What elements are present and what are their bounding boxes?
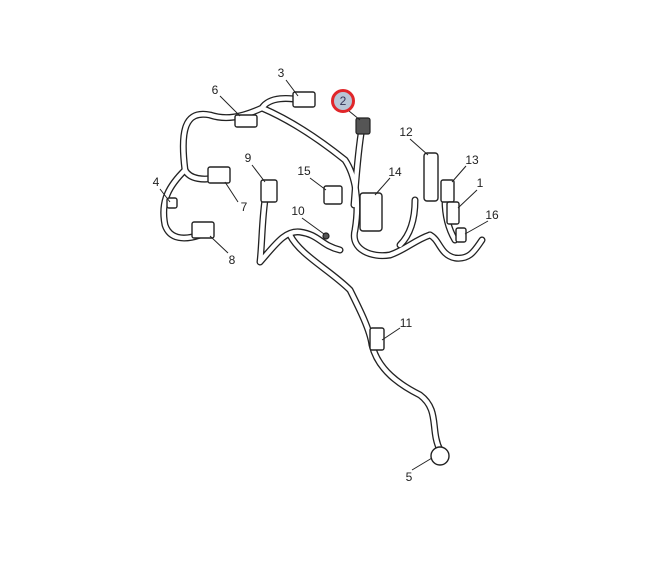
connector-11 bbox=[369, 327, 385, 351]
callout-16[interactable]: 16 bbox=[485, 208, 499, 222]
connector-6 bbox=[234, 114, 258, 128]
connector-16 bbox=[455, 227, 467, 243]
callout-7[interactable]: 7 bbox=[240, 200, 248, 214]
callout-14[interactable]: 14 bbox=[388, 165, 402, 179]
callout-12[interactable]: 12 bbox=[399, 125, 413, 139]
callout-8[interactable]: 8 bbox=[228, 253, 236, 267]
connector-7 bbox=[207, 166, 231, 184]
connector-10 bbox=[322, 232, 330, 240]
harness-wires bbox=[160, 94, 486, 454]
connector-4 bbox=[166, 197, 178, 209]
connector-14 bbox=[359, 192, 383, 232]
callout-4[interactable]: 4 bbox=[152, 175, 160, 189]
connector-12 bbox=[423, 152, 439, 202]
connector-9 bbox=[260, 179, 278, 203]
connector-5 bbox=[430, 446, 450, 466]
callout-9[interactable]: 9 bbox=[244, 151, 252, 165]
callout-13[interactable]: 13 bbox=[465, 153, 479, 167]
callout-5[interactable]: 5 bbox=[405, 470, 413, 484]
callout-15[interactable]: 15 bbox=[297, 164, 311, 178]
callout-10[interactable]: 10 bbox=[291, 204, 305, 218]
connector-3 bbox=[292, 91, 316, 108]
callout-2-selected[interactable]: 2 bbox=[331, 89, 355, 113]
callout-11[interactable]: 11 bbox=[399, 316, 413, 330]
leader-lines bbox=[159, 79, 489, 471]
callout-1[interactable]: 1 bbox=[476, 176, 484, 190]
callout-6[interactable]: 6 bbox=[211, 83, 219, 97]
connector-2 bbox=[355, 117, 371, 135]
connector-15 bbox=[323, 185, 343, 205]
connector-1 bbox=[446, 201, 460, 225]
callout-3[interactable]: 3 bbox=[277, 66, 285, 80]
connector-8 bbox=[191, 221, 215, 239]
connector-13 bbox=[440, 179, 455, 203]
connectors bbox=[166, 91, 467, 466]
